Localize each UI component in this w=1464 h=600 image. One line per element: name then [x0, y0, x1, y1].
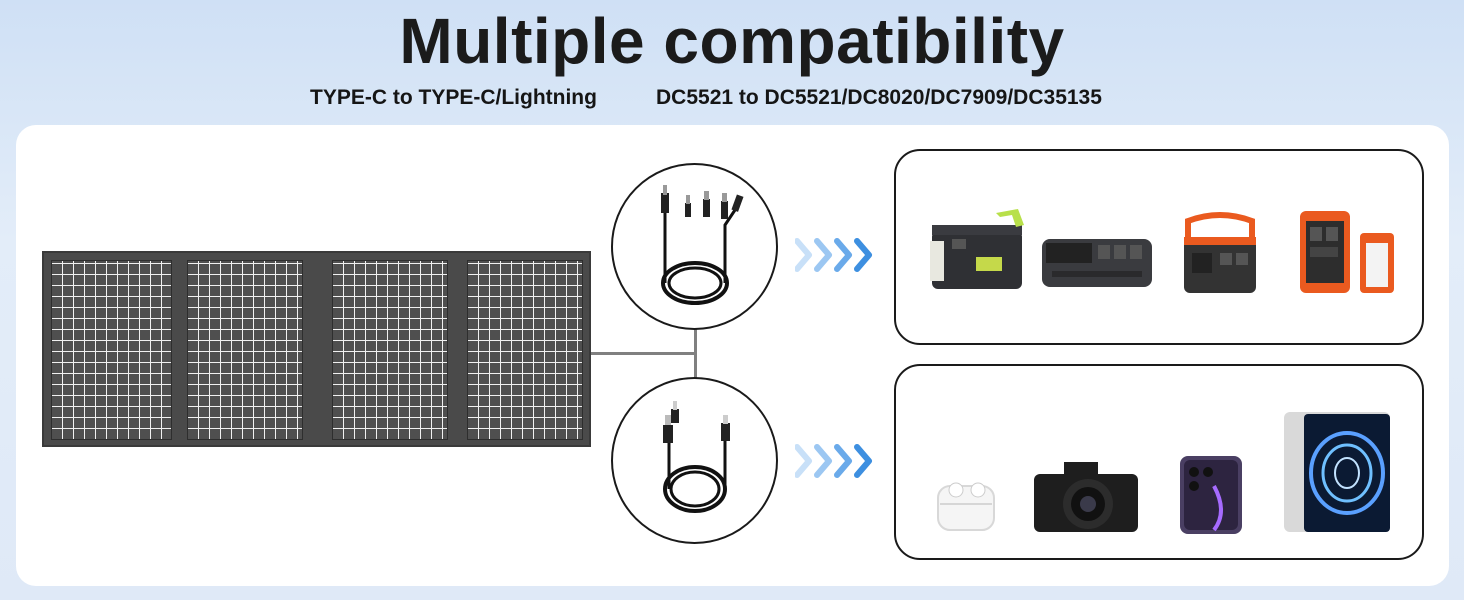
subtitle-dc: DC5521 to DC5521/DC8020/DC7909/DC35135	[656, 86, 1102, 109]
tablet-icon	[1284, 412, 1390, 532]
usb-cable-circle	[611, 377, 778, 544]
power-stations-illustration	[930, 209, 1394, 293]
dc-cable-circle	[611, 163, 778, 330]
solar-cell-block-3	[332, 260, 448, 440]
devices-illustration	[937, 412, 1390, 534]
earbuds-icon	[937, 482, 995, 531]
solar-cell-block-4	[467, 260, 583, 440]
subtitle-usb: TYPE-C to TYPE-C/Lightning	[310, 86, 597, 109]
camera-icon	[1034, 462, 1138, 532]
device-box	[894, 364, 1424, 560]
power-station-box	[894, 149, 1424, 345]
usb-cable-icon	[663, 401, 730, 513]
connector-wire-horizontal	[591, 352, 696, 355]
solar-cell-block-1	[51, 260, 172, 440]
power-station-3-icon	[1184, 212, 1256, 293]
chevron-right-arrows-icon	[795, 444, 872, 478]
solar-cell-block-2	[187, 260, 303, 440]
solar-panel	[42, 251, 591, 447]
power-station-4-icon	[1300, 211, 1394, 293]
dc-cable-icon	[661, 185, 744, 305]
smartphone-icon	[1180, 456, 1242, 534]
power-station-1-icon	[930, 209, 1024, 289]
chevron-right-arrows-icon	[795, 238, 872, 272]
power-station-2-icon	[1042, 239, 1152, 287]
page-title: Multiple compatibility	[399, 5, 1065, 77]
connector-wire-vertical	[694, 327, 697, 382]
